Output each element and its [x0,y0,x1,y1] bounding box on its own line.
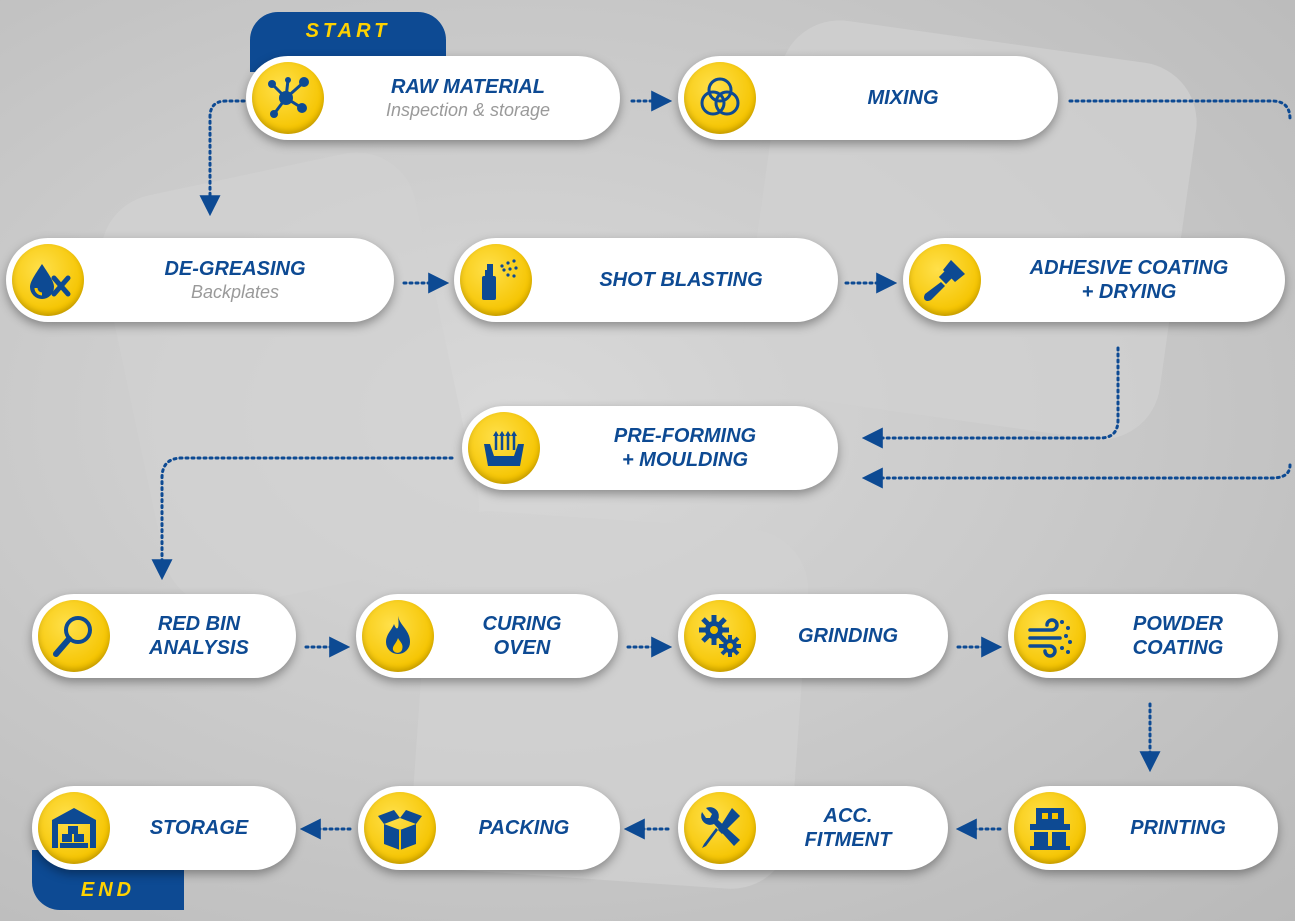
molecule-icon [252,62,324,134]
step-title: PRINTING [1130,817,1226,839]
step-title: ACC. FITMENT [804,805,892,851]
wind-icon [1014,600,1086,672]
step-title: MIXING [867,87,939,109]
step-title: PACKING [478,817,570,839]
step-packing: PACKING [358,786,620,870]
spray-can-icon [460,244,532,316]
step-curing-oven: CURING OVEN [356,594,618,678]
step-title: SHOT BLASTING [599,269,763,291]
step-title: POWDER COATING [1132,613,1224,659]
step-shot-blasting: SHOT BLASTING [454,238,838,322]
box-icon [364,792,436,864]
connector-arrow [861,463,1292,489]
step-title: CURING OVEN [482,613,562,659]
step-printing: PRINTING [1008,786,1278,870]
step-title: GRINDING [798,625,898,647]
warehouse-icon [38,792,110,864]
step-pre-forming: PRE-FORMING + MOULDING [462,406,838,490]
step-title: DE-GREASING [164,258,306,280]
step-acc-fitment: ACC. FITMENT [678,786,948,870]
step-raw-material: RAW MATERIAL Inspection & storage [246,56,620,140]
gears-icon [684,600,756,672]
connector-arrow [199,99,246,217]
step-mixing: MIXING [678,56,1058,140]
mould-tray-icon [468,412,540,484]
step-subtitle: Backplates [190,282,280,302]
step-title: PRE-FORMING + MOULDING [613,425,757,471]
step-title: ADHESIVE COATING + DRYING [1029,257,1229,303]
connector-arrow [861,346,1120,449]
step-red-bin-analysis: RED BIN ANALYSIS [32,594,296,678]
venn-circles-icon [684,62,756,134]
flame-icon [362,600,434,672]
step-powder-coating: POWDER COATING [1008,594,1278,678]
connector-arrow [151,456,454,581]
step-grinding: GRINDING [678,594,948,678]
step-de-greasing: DE-GREASING Backplates [6,238,394,322]
tools-icon [684,792,756,864]
step-subtitle: Inspection & storage [385,100,551,120]
step-adhesive-coating: ADHESIVE COATING + DRYING [903,238,1285,322]
connector-dotted-line [1068,99,1292,121]
magnifier-icon [38,600,110,672]
printer-machine-icon [1014,792,1086,864]
drop-cross-icon [12,244,84,316]
paint-brush-icon [909,244,981,316]
step-title: RAW MATERIAL [390,76,546,98]
step-storage: STORAGE [32,786,296,870]
step-title: RED BIN ANALYSIS [149,613,249,659]
step-title: STORAGE [149,817,249,839]
